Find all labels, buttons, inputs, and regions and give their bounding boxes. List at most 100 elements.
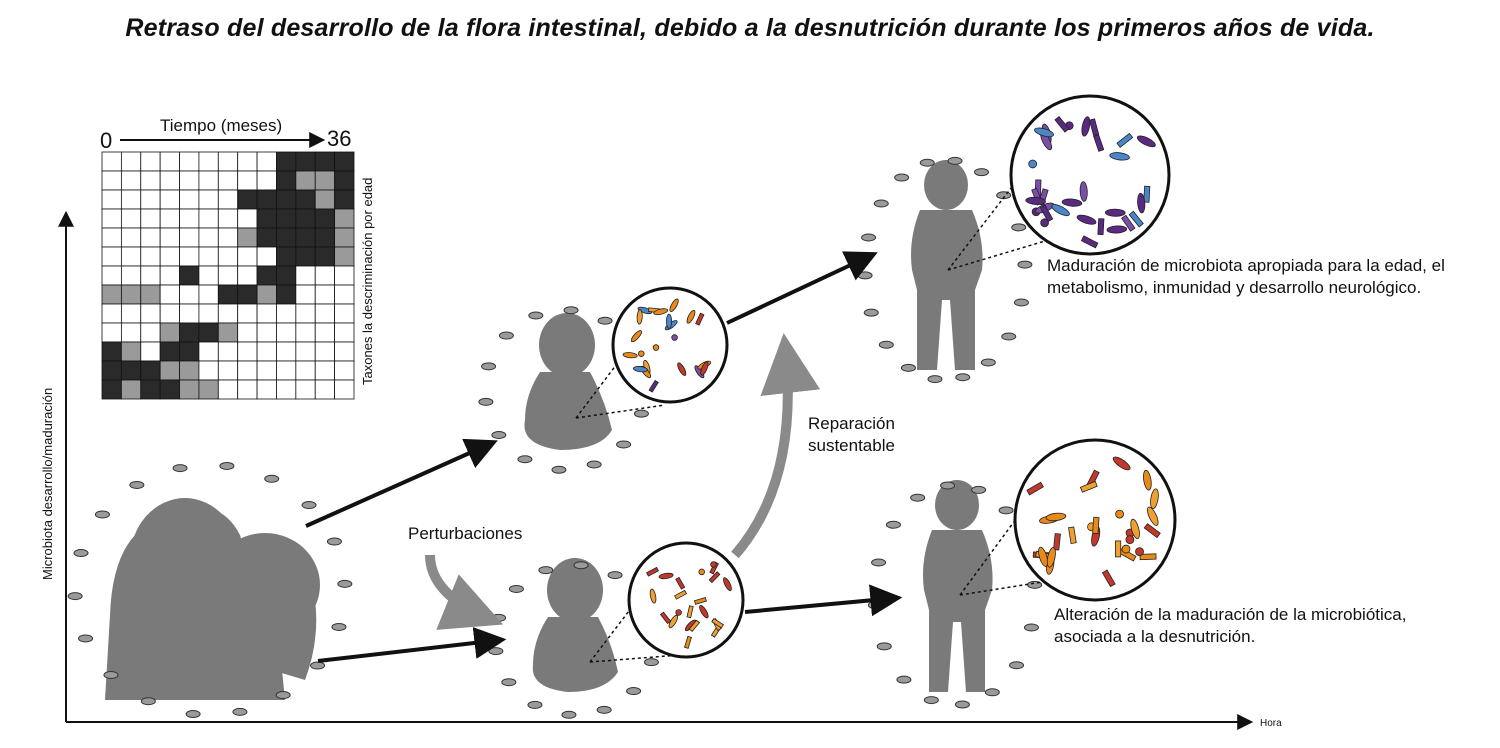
heatmap-cell xyxy=(217,341,239,362)
ambient-microbes xyxy=(67,156,1043,719)
microbe xyxy=(723,577,732,591)
heatmap-cell xyxy=(140,341,161,362)
ambient-microbe xyxy=(517,455,533,464)
ambient-microbe xyxy=(857,271,873,280)
ambient-microbe xyxy=(1009,661,1025,670)
ambient-microbe xyxy=(331,622,347,631)
ambient-microbe xyxy=(94,510,110,519)
heatmap-cell xyxy=(217,284,239,305)
heatmap-cell xyxy=(256,208,277,229)
heatmap-cell xyxy=(198,360,219,381)
heatmap-cell xyxy=(217,360,239,381)
ambient-microbe xyxy=(955,373,971,382)
heatmap-cell xyxy=(217,151,239,172)
ambient-microbe xyxy=(561,710,577,719)
microbe xyxy=(646,566,659,577)
heatmap-cell xyxy=(101,284,122,305)
microbe xyxy=(1038,546,1049,567)
heatmap-cell xyxy=(314,208,336,229)
heatmap-cell xyxy=(256,341,277,362)
magnifier-malnourished-child xyxy=(959,438,1177,602)
ambient-microbe xyxy=(491,431,507,440)
heatmap-cell xyxy=(140,227,161,248)
heatmap-cell xyxy=(179,151,200,172)
heatmap-cell xyxy=(101,360,122,381)
microbe xyxy=(653,308,669,316)
microbe xyxy=(1147,506,1159,526)
heatmap-cell xyxy=(334,360,355,381)
ambient-microbe xyxy=(876,642,892,651)
ambient-microbe xyxy=(940,481,956,490)
heatmap-cell xyxy=(159,189,180,210)
microbe xyxy=(699,605,709,619)
ambient-microbe xyxy=(984,688,1000,697)
ambient-microbe xyxy=(563,306,579,315)
microbe xyxy=(659,611,672,625)
malnourished-child-silhouette xyxy=(923,480,993,692)
heatmap-cell xyxy=(314,170,336,191)
ambient-microbe xyxy=(573,561,589,570)
microbe xyxy=(1125,535,1135,545)
heatmap-cell xyxy=(140,303,161,324)
microbe xyxy=(649,588,657,604)
microbe xyxy=(1088,118,1100,136)
heatmap-cell xyxy=(276,360,297,381)
heatmap-cell xyxy=(276,170,297,191)
time-start-label: 0 xyxy=(100,128,113,153)
ambient-microbe xyxy=(900,363,916,372)
progression-arrows xyxy=(305,251,903,663)
microbe xyxy=(1046,547,1056,568)
heatmap-cell xyxy=(276,246,297,267)
heatmap-cell xyxy=(237,151,258,172)
microbe xyxy=(1143,185,1151,203)
ambient-microbe xyxy=(954,700,970,709)
ambient-microbe xyxy=(947,156,963,165)
arrow-to-healthy-baby xyxy=(305,438,498,528)
heatmap-cell xyxy=(140,208,161,229)
ambient-microbe xyxy=(1017,260,1033,269)
microbe xyxy=(1039,204,1054,223)
heatmap-cell xyxy=(120,303,142,324)
heatmap-cell xyxy=(276,265,297,286)
heatmap-cell xyxy=(101,379,122,400)
heatmap-cell xyxy=(334,170,355,191)
ambient-microbe xyxy=(586,460,602,469)
ambient-microbe xyxy=(73,549,89,558)
microbe xyxy=(677,362,687,376)
microbe xyxy=(1092,516,1100,534)
heatmap-cell xyxy=(120,208,142,229)
ambient-microbe xyxy=(140,697,156,706)
heatmap-cell xyxy=(198,151,219,172)
ambient-microbe xyxy=(185,710,201,719)
heatmap-cell xyxy=(237,360,258,381)
taxa-axis-label: Taxones la descriminación por edad xyxy=(360,177,375,385)
heatmap-cell xyxy=(217,246,239,267)
microbe xyxy=(1137,192,1146,214)
heatmap-cell xyxy=(314,151,336,172)
heatmap-cell xyxy=(101,265,122,286)
ambient-microbe xyxy=(275,691,291,700)
heatmap-cell xyxy=(334,265,355,286)
heatmap-cell xyxy=(256,265,277,286)
heatmap-cell xyxy=(101,208,122,229)
microbe xyxy=(671,334,678,341)
ambient-microbe xyxy=(1013,298,1029,307)
heatmap-cell xyxy=(276,227,297,248)
heatmap-cell xyxy=(179,265,200,286)
microbe xyxy=(648,379,659,393)
heatmap-cell xyxy=(237,170,258,191)
microbe xyxy=(1054,115,1070,133)
ambient-microbe xyxy=(894,173,910,182)
time-end-label: 36 xyxy=(327,126,352,151)
heatmap-cell xyxy=(256,284,277,305)
microbe xyxy=(1139,553,1157,561)
microbe xyxy=(698,568,705,576)
microbe xyxy=(686,309,696,324)
malnourished-outcome-text: Alteración de la maduración de la microb… xyxy=(1054,605,1407,646)
heatmap-cell xyxy=(159,341,180,362)
heatmap-cell xyxy=(237,303,258,324)
microbe xyxy=(1136,135,1156,148)
heatmap-cell xyxy=(217,208,239,229)
heatmap-cell xyxy=(276,322,297,343)
heatmap-cell xyxy=(120,170,142,191)
